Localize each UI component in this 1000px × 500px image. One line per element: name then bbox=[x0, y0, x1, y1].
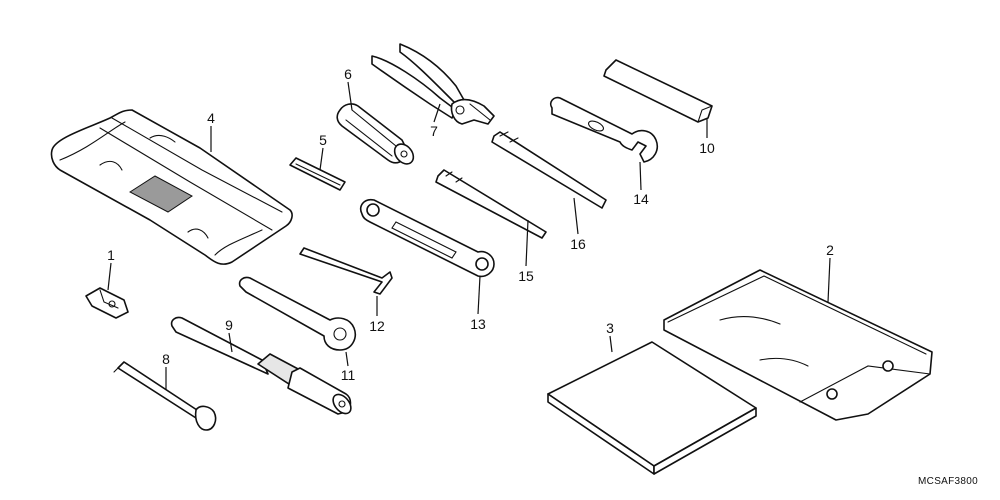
part-open-wrench bbox=[549, 96, 659, 163]
part-bolt bbox=[113, 361, 217, 431]
part-screwdriver-16 bbox=[491, 131, 607, 209]
callout-5: 5 bbox=[319, 132, 327, 148]
callout-13: 13 bbox=[470, 316, 486, 332]
part-socket-driver bbox=[170, 316, 352, 415]
callout-2: 2 bbox=[826, 242, 834, 258]
part-hex-wrench bbox=[299, 247, 393, 295]
callout-12: 12 bbox=[369, 318, 385, 334]
part-clip bbox=[85, 287, 129, 319]
leader-lines bbox=[107, 81, 831, 390]
callout-3: 3 bbox=[606, 320, 614, 336]
part-tool-bag bbox=[50, 109, 293, 265]
callout-16: 16 bbox=[570, 236, 586, 252]
callout-9: 9 bbox=[225, 317, 233, 333]
part-box-wrench bbox=[238, 276, 356, 351]
callout-8: 8 bbox=[162, 351, 170, 367]
part-strap bbox=[603, 59, 713, 123]
part-hex-bit bbox=[289, 157, 346, 191]
callout-14: 14 bbox=[633, 191, 649, 207]
part-manual-book bbox=[547, 341, 757, 475]
callout-15: 15 bbox=[518, 268, 534, 284]
part-screwdriver-handle bbox=[336, 103, 415, 165]
callout-11: 11 bbox=[341, 367, 356, 383]
callout-6: 6 bbox=[344, 66, 352, 82]
part-screwdriver-15 bbox=[435, 169, 547, 239]
part-ring-spanner bbox=[359, 198, 495, 278]
callout-10: 10 bbox=[699, 140, 715, 156]
callout-7: 7 bbox=[430, 123, 438, 139]
callout-1: 1 bbox=[107, 247, 115, 263]
part-document-pouch bbox=[663, 269, 933, 421]
callout-labels: 1 2 3 4 5 6 7 8 9 10 11 12 13 14 15 16 bbox=[107, 66, 834, 383]
callout-4: 4 bbox=[207, 110, 215, 126]
diagram-code: MCSAF3800 bbox=[918, 476, 978, 487]
part-pliers bbox=[371, 43, 495, 125]
